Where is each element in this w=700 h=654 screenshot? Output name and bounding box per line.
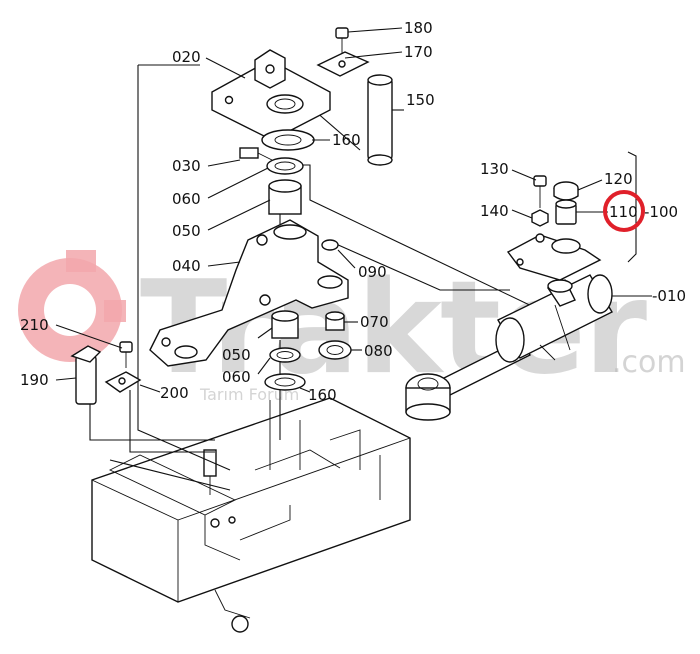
callout-labels: 180 170 020 150 160 030 060 050 040 090 … xyxy=(20,19,686,404)
part-050-lower-bushing xyxy=(271,310,299,339)
part-140-nut xyxy=(531,209,549,227)
part-190-pin xyxy=(70,345,102,405)
label-160-upper: 160 xyxy=(332,131,361,149)
part-160-lower-washer xyxy=(264,373,306,391)
label-090: 090 xyxy=(358,263,387,281)
part-060-upper xyxy=(266,157,304,175)
part-100-joint-group xyxy=(506,233,602,281)
highlight-circle-110 xyxy=(603,190,645,232)
label-110: 110 xyxy=(609,203,638,221)
watermark-logo-gear-icon xyxy=(18,250,126,362)
label-120: 120 xyxy=(604,170,633,188)
part-060-lower xyxy=(269,347,301,363)
label-190: 190 xyxy=(20,371,49,389)
part-110-bushing xyxy=(555,199,577,225)
part-150-pin xyxy=(367,74,393,166)
part-050-upper-bushing xyxy=(268,179,302,215)
label-160-lower: 160 xyxy=(308,386,337,404)
part-020-bracket xyxy=(211,49,331,141)
label-130: 130 xyxy=(480,160,509,178)
label-060-upper: 060 xyxy=(172,190,201,208)
label-040: 040 xyxy=(172,257,201,275)
part-160-upper-washer xyxy=(261,129,315,151)
watermark-tagline: Tarım Forum xyxy=(199,385,299,404)
label-010: -010 xyxy=(652,287,686,305)
group-bracket-100 xyxy=(627,151,637,263)
part-200-plate xyxy=(104,371,142,393)
label-070: 070 xyxy=(360,313,389,331)
label-140: 140 xyxy=(480,202,509,220)
label-200: 200 xyxy=(160,384,189,402)
part-070-bushing xyxy=(325,311,345,331)
label-180: 180 xyxy=(404,19,433,37)
part-120-cap xyxy=(553,181,579,201)
part-080-seal xyxy=(318,340,352,360)
label-080: 080 xyxy=(364,342,393,360)
part-090-ring xyxy=(321,239,339,251)
label-210: 210 xyxy=(20,316,49,334)
axle-frame xyxy=(91,397,411,633)
part-040-knuckle-arm xyxy=(149,219,349,367)
label-100: -100 xyxy=(644,203,678,221)
label-030: 030 xyxy=(172,157,201,175)
label-170: 170 xyxy=(404,43,433,61)
label-150: 150 xyxy=(406,91,435,109)
callout-leaders xyxy=(55,27,652,393)
part-010-cylinder xyxy=(405,274,613,421)
label-050-upper: 050 xyxy=(172,222,201,240)
part-130-bolt xyxy=(533,175,547,208)
label-060-lower: 060 xyxy=(222,368,251,386)
label-050-lower: 050 xyxy=(222,346,251,364)
part-030-bolt xyxy=(239,147,273,161)
part-210-bolt xyxy=(119,341,133,368)
label-020: 020 xyxy=(172,48,201,66)
watermark-suffix: .com xyxy=(612,345,686,380)
part-180-170 xyxy=(316,27,370,77)
